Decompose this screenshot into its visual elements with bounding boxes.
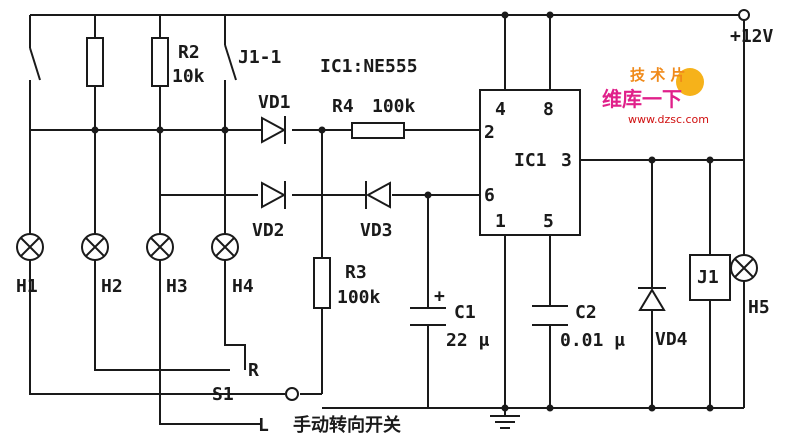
- vd3-label: VD3: [360, 220, 393, 241]
- watermark-logo: 技 术 片 维库一下 www.dzsc.com: [602, 66, 709, 126]
- switch-s1: [285, 387, 299, 401]
- ic-pin-8: 8: [543, 99, 554, 120]
- r3-ref: R3: [345, 262, 367, 283]
- vd1-label: VD1: [258, 92, 291, 113]
- ground-icon: [490, 408, 520, 429]
- ic-pin-2: 2: [484, 122, 495, 143]
- ic-ne555: [479, 89, 581, 236]
- c2-ref: C2: [575, 302, 597, 323]
- resistor-r4: [351, 122, 405, 139]
- ic-pin-4: 4: [495, 99, 506, 120]
- diode-vd3: [356, 181, 391, 209]
- vd4-label: VD4: [655, 329, 688, 350]
- diode-vd4: [638, 268, 666, 318]
- lamp-h3: [146, 233, 174, 261]
- switch-contact-1: [29, 47, 41, 81]
- capacitor-c1: [410, 307, 446, 326]
- lamp-h1: [16, 233, 44, 261]
- c1-value: 22 μ: [446, 330, 490, 351]
- lamp-h2: [81, 233, 109, 261]
- relay-label: J1: [697, 267, 719, 288]
- h3-label: H3: [166, 276, 188, 297]
- r4-ref: R4: [332, 96, 354, 117]
- ic-body-label: IC1: [514, 150, 547, 171]
- supply-terminal: [738, 9, 750, 21]
- r2-value: 10k: [172, 66, 205, 87]
- h4-label: H4: [232, 276, 254, 297]
- c2-value: 0.01 μ: [560, 330, 625, 351]
- ic-title: IC1:NE555: [320, 56, 418, 77]
- h1-label: H1: [16, 276, 38, 297]
- resistor-r3: [313, 257, 331, 309]
- wiring: [29, 14, 745, 425]
- capacitor-c2: [532, 305, 568, 326]
- ic-pin-6: 6: [484, 185, 495, 206]
- logo-url-text: www.dzsc.com: [628, 113, 709, 126]
- switch-r-label: R: [248, 360, 259, 381]
- ic-pin-3: 3: [561, 150, 572, 171]
- r4-value: 100k: [372, 96, 416, 117]
- resistor-r1: [86, 37, 104, 87]
- r2-ref: R2: [178, 42, 200, 63]
- c1-ref: C1: [454, 302, 476, 323]
- lamp-h5: [730, 254, 758, 282]
- supply-label: +12V: [730, 26, 774, 47]
- ic-pin-5: 5: [543, 211, 554, 232]
- diode-vd2: [261, 181, 287, 209]
- r3-value: 100k: [337, 287, 381, 308]
- h5-label: H5: [748, 297, 770, 318]
- relay-contact-label: J1-1: [238, 47, 281, 68]
- switch-caption: 手动转向开关: [293, 414, 401, 436]
- h2-label: H2: [101, 276, 123, 297]
- relay-contact: [224, 44, 237, 81]
- resistor-r2: [151, 37, 169, 87]
- switch-s1-label: S1: [212, 384, 234, 405]
- logo-badge-icon: [676, 68, 704, 96]
- junction-dots: [91, 11, 714, 412]
- c1-polarity: +: [434, 286, 445, 307]
- vd2-label: VD2: [252, 220, 285, 241]
- logo-brand-text: 维库一下: [602, 87, 682, 111]
- diode-vd1: [258, 116, 287, 144]
- logo-top-text: 技 术 片: [630, 66, 685, 84]
- switch-l-label: L: [258, 415, 269, 436]
- lamp-h4: [211, 233, 239, 261]
- ic-pin-1: 1: [495, 211, 506, 232]
- relay-j1: [689, 254, 731, 301]
